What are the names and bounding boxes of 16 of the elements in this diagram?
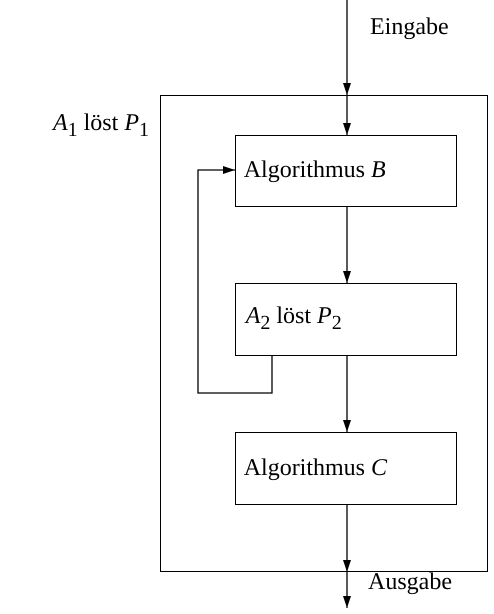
edge-label: Ausgabe [368,569,452,596]
system-heading: A$_{1}$ löst P$_{1}$ [52,110,149,142]
arrow [343,505,351,572]
process-box [234,282,457,356]
arrow [343,572,351,608]
arrow [197,166,273,394]
arrow [343,356,351,432]
process-box [234,432,457,505]
arrow [343,95,351,135]
process-label: Algorithmus B [244,157,386,184]
arrow [343,0,351,95]
edge-label: Eingabe [370,14,449,41]
arrow [343,207,351,283]
process-label: A$_{2}$ löst P$_{2}$ [246,303,342,336]
process-box [234,134,457,207]
process-label: Algorithmus C [244,454,388,482]
